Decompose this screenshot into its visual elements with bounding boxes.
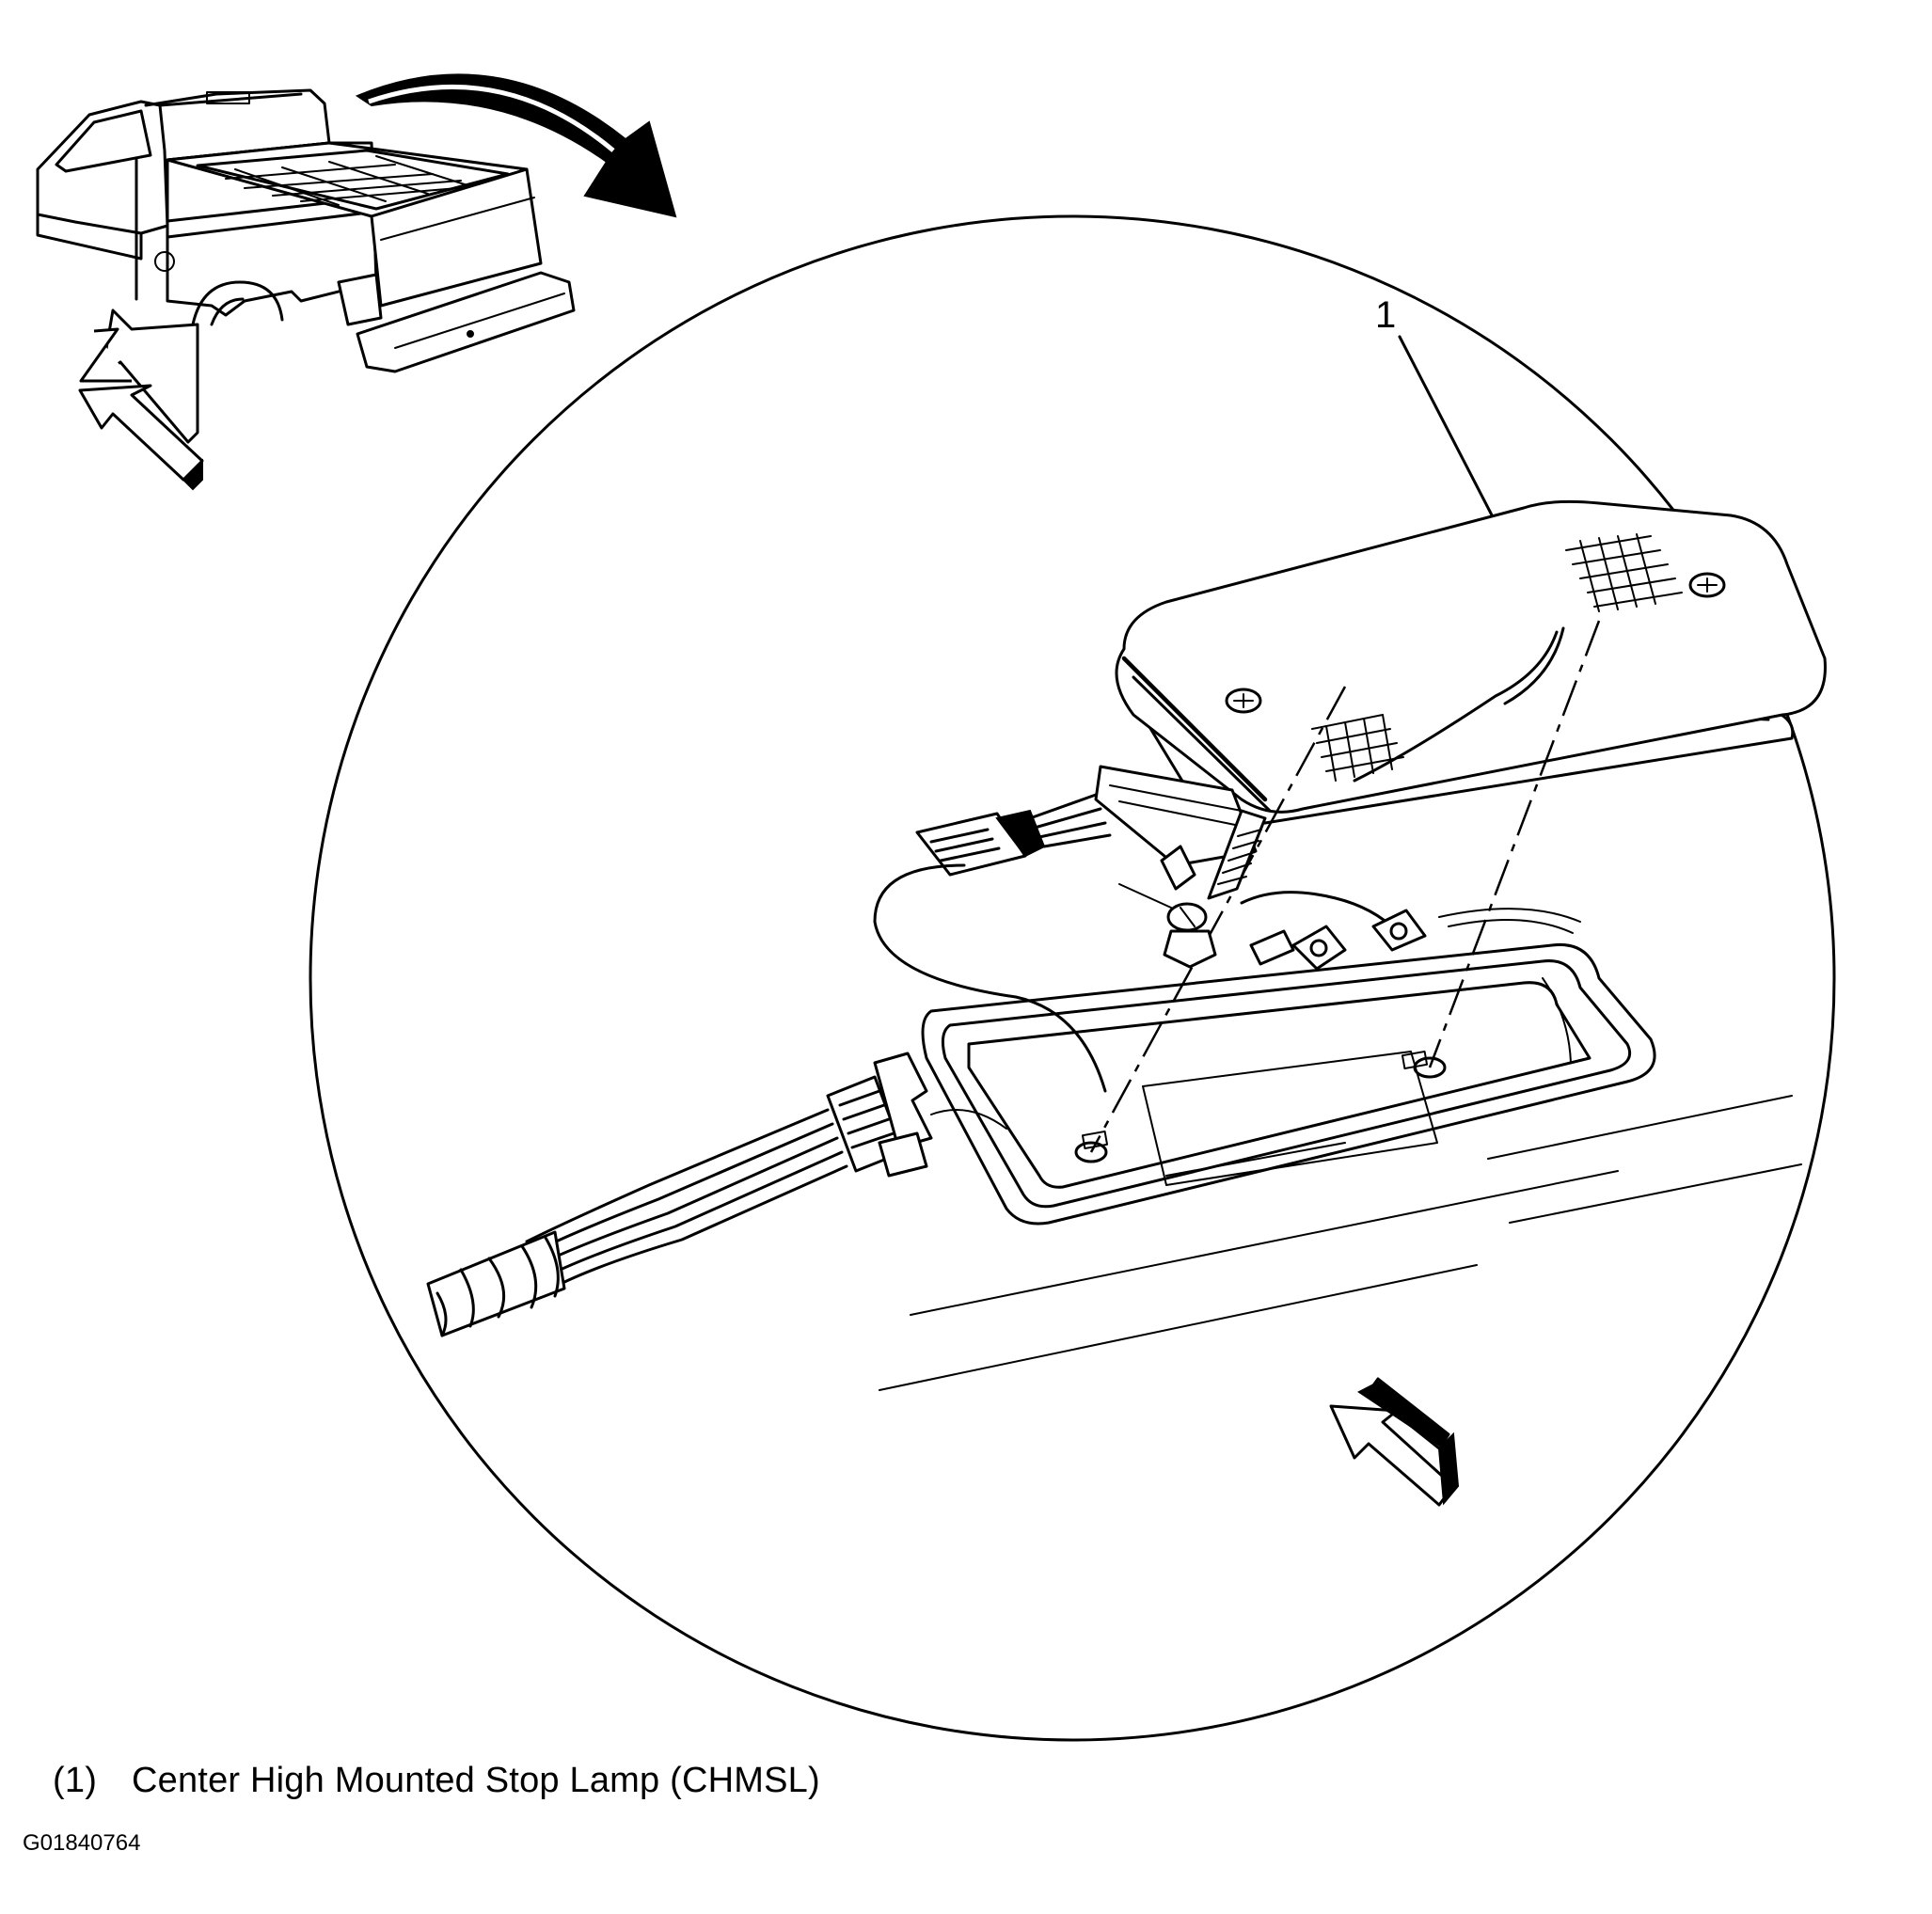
- curved-arrow-icon: [355, 73, 677, 218]
- front-direction-arrow-icon: [79, 308, 199, 444]
- roof-mounting-recess: [921, 942, 1656, 1226]
- view-direction-arrow-icon: [1329, 1377, 1460, 1507]
- figure-id: G01840764: [23, 1830, 141, 1856]
- legend-item-1: (1) Center High Mounted Stop Lamp (CHMSL): [53, 1761, 820, 1801]
- mounting-nut: [1118, 845, 1217, 969]
- harness-connector: [826, 1052, 1007, 1178]
- wiring-harness: [426, 1108, 848, 1337]
- wiring-clips: [1240, 891, 1581, 971]
- cab-roof-panel-lines: [879, 1095, 1802, 1391]
- legend-number: (1): [53, 1761, 98, 1800]
- chmsl-lamp-assembly: [1089, 499, 1827, 1153]
- detail-circle: [309, 214, 1836, 1742]
- callout-number-1: 1: [1375, 294, 1396, 336]
- pickup-truck-locator: [36, 88, 576, 373]
- front-direction-arrow-icon-2: [78, 384, 204, 491]
- lamp-connector: [873, 793, 1112, 1093]
- legend-label: Center High Mounted Stop Lamp (CHMSL): [132, 1761, 820, 1800]
